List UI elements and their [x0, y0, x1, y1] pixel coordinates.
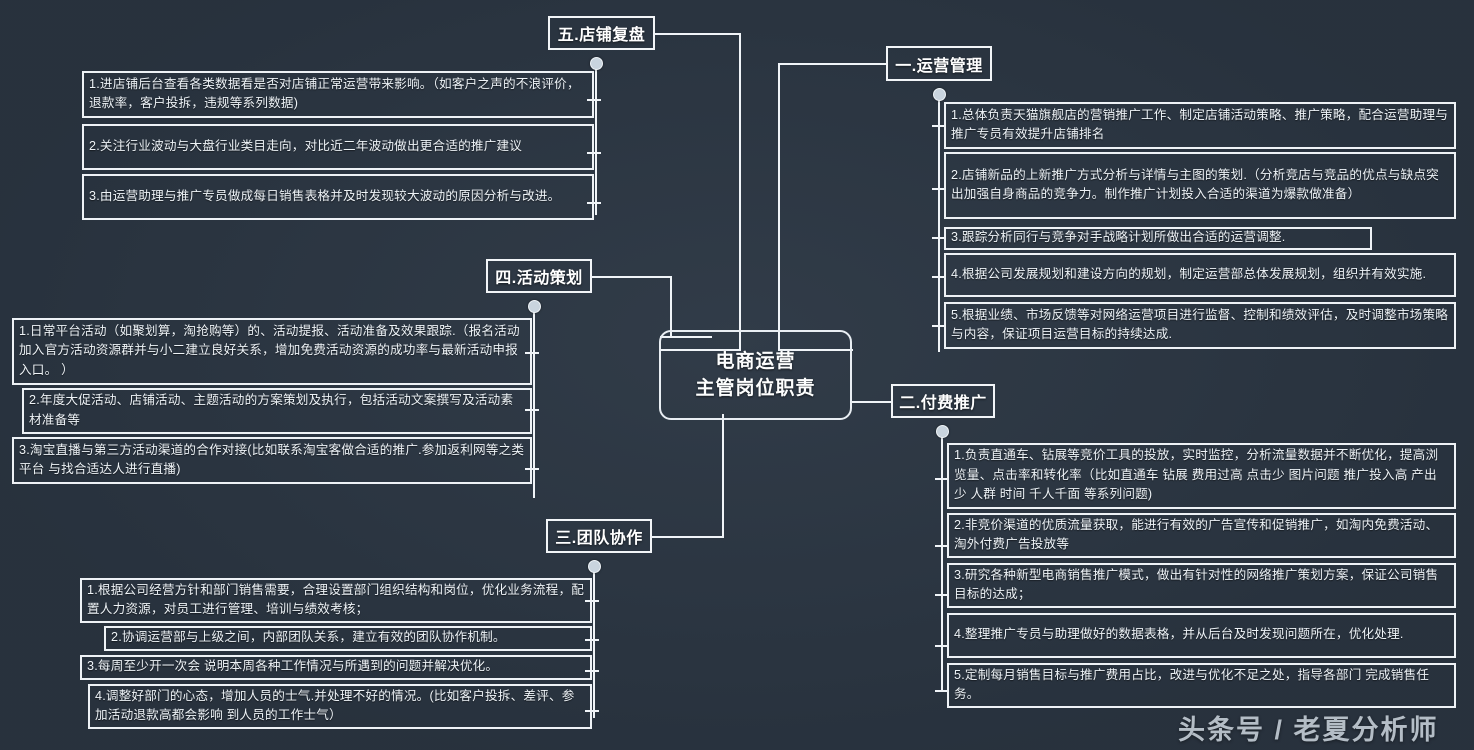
leaf-text: 2.协调运营部与上级之间，内部团队关系，建立有效的团队协作机制。	[111, 630, 506, 645]
leaf-item[interactable]: 4.根据公司发展规划和建设方向的规划，制定运营部总体发展规划，组织并有效实施.	[944, 253, 1456, 297]
watermark-text: 头条号 / 老夏分析师	[1178, 715, 1439, 745]
leaf-item[interactable]: 2.非竞价渠道的优质流量获取，能进行有效的广告宣传和促销推广，如淘内免费活动、淘…	[947, 513, 1456, 558]
leaf-item[interactable]: 1.总体负责天猫旗舰店的营销推广工作、制定店铺活动策略、推广策略，配合运营助理与…	[944, 102, 1456, 149]
branch-4-tick-3	[525, 468, 539, 470]
branch-2-spine	[941, 431, 943, 692]
leaf-item[interactable]: 2.关注行业波动与大盘行业类目走向，对比近二年波动做出更合适的推广建议	[82, 124, 594, 170]
leaf-item[interactable]: 4.整理推广专员与助理做好的数据表格，并从后台及时发现问题所在，优化处理.	[947, 613, 1456, 658]
connector-branch-4-v	[670, 276, 672, 338]
branch-4-tick-1	[525, 352, 539, 354]
leaf-item[interactable]: 1.根据公司经营方针和部门销售需要，合理设置部门组织结构和岗位，优化业务流程，配…	[80, 578, 592, 623]
connector-center-top-left-stub	[660, 349, 741, 351]
branch-1-spine	[938, 94, 940, 352]
leaf-item[interactable]: 2.年度大促活动、店铺活动、主题活动的方案策划及执行，包括活动文案撰写及活动素材…	[22, 388, 532, 434]
leaf-text: 5.定制每月销售目标与推广费用占比，改进与优化不足之处，指导各部门 完成销售任务…	[954, 667, 1430, 702]
leaf-item[interactable]: 3.淘宝直播与第三方活动渠道的合作对接(比如联系淘宝客做合适的推广.参加返利网等…	[12, 437, 532, 484]
connector-branch-5-in	[655, 33, 741, 35]
watermark: 头条号 / 老夏分析师	[1178, 708, 1439, 747]
connector-branch-3-in	[652, 536, 724, 538]
branch-title-paid-promotion: 二.付费推广	[899, 395, 987, 412]
branch-4-tick-2	[525, 409, 539, 411]
leaf-item[interactable]: 2.协调运营部与上级之间，内部团队关系，建立有效的团队协作机制。	[104, 626, 592, 651]
branch-hub-paid-promotion[interactable]	[936, 425, 949, 438]
branch-2-tick-1	[935, 478, 949, 480]
central-node-line2: 主管岗位职责	[695, 378, 816, 399]
leaf-item[interactable]: 1.负责直通车、钻展等竞价工具的投放，实时监控，分析流量数据并不断优化，提高浏览…	[947, 443, 1456, 509]
connector-branch-4-in	[592, 276, 672, 278]
connector-branch-1-in	[778, 63, 888, 65]
leaf-item[interactable]: 3.每周至少开一次会 说明本周各种工作情况与所遇到的问题并解决优化。	[80, 655, 592, 680]
branch-1-tick-4	[932, 276, 946, 278]
leaf-item[interactable]: 5.定制每月销售目标与推广费用占比，改进与优化不足之处，指导各部门 完成销售任务…	[947, 663, 1456, 708]
connector-trunk-left-down	[722, 414, 724, 537]
branch-hub-operations-management[interactable]	[933, 88, 946, 101]
branch-2-tick-5	[935, 690, 949, 692]
leaf-text: 1.负责直通车、钻展等竞价工具的投放，实时监控，分析流量数据并不断优化，提高浏览…	[954, 448, 1439, 502]
connector-center-top-right-stub	[778, 349, 853, 351]
leaf-text: 1.根据公司经营方针和部门销售需要，合理设置部门组织结构和岗位，优化业务流程，配…	[87, 582, 585, 617]
branch-3-tick-4	[585, 710, 599, 712]
branch-hub-team-collaboration[interactable]	[588, 560, 601, 573]
branch-title-store-review: 五.店铺复盘	[557, 27, 646, 44]
leaf-text: 3.淘宝直播与第三方活动渠道的合作对接(比如联系淘宝客做合适的推广.参加返利网等…	[19, 442, 525, 477]
branch-header-activity-planning[interactable]: 四.活动策划	[486, 259, 592, 293]
branch-2-tick-2	[935, 545, 949, 547]
leaf-item[interactable]: 1.进店铺后台查看各类数据看是否对店铺正常运营带来影响。（如客户之声的不浪评价，…	[82, 71, 594, 118]
leaf-text: 4.调整好部门的心态，增加人员的士气.并处理不好的情况。(比如客户投拆、差评、参…	[95, 688, 575, 723]
central-node[interactable]: 电商运营 主管岗位职责	[659, 330, 852, 420]
leaf-text: 3.每周至少开一次会 说明本周各种工作情况与所遇到的问题并解决优化。	[87, 659, 499, 674]
leaf-text: 3.由运营助理与推广专员做成每日销售表格并及时发现较大波动的原因分析与改进。	[89, 188, 561, 203]
leaf-text: 4.根据公司发展规划和建设方向的规划，制定运营部总体发展规划，组织并有效实施.	[951, 266, 1427, 281]
branch-header-paid-promotion[interactable]: 二.付费推广	[891, 384, 995, 418]
leaf-item[interactable]: 4.调整好部门的心态，增加人员的士气.并处理不好的情况。(比如客户投拆、差评、参…	[88, 684, 592, 729]
leaf-item[interactable]: 3.由运营助理与推广专员做成每日销售表格并及时发现较大波动的原因分析与改进。	[82, 174, 594, 220]
branch-3-tick-1	[585, 600, 599, 602]
leaf-item[interactable]: 3.研究各种新型电商销售推广模式，做出有针对性的网络推广策划方案，保证公司销售目…	[947, 563, 1456, 608]
branch-5-tick-1	[587, 99, 601, 101]
branch-hub-store-review[interactable]	[590, 57, 603, 70]
branch-3-spine	[593, 566, 595, 718]
leaf-text: 2.非竞价渠道的优质流量获取，能进行有效的广告宣传和促销推广，如淘内免费活动、淘…	[954, 517, 1439, 552]
branch-title-activity-planning: 四.活动策划	[495, 270, 583, 287]
leaf-text: 2.年度大促活动、店铺活动、主题活动的方案策划及执行，包括活动文案撰写及活动素材…	[29, 393, 514, 427]
branch-2-tick-3	[935, 594, 949, 596]
leaf-text: 1.日常平台活动（如聚划算，淘抢购等）的、活动提报、活动准备及效果跟踪.（报名活…	[19, 323, 520, 377]
leaf-item[interactable]: 5.根据业绩、市场反馈等对网络运营项目进行监督、控制和绩效评估，及时调整市场策略…	[944, 302, 1456, 349]
leaf-item[interactable]: 2.店铺新品的上新推广方式分析与详情与主图的策划.（分析竞店与竞品的优点与缺点突…	[944, 152, 1456, 219]
branch-1-tick-1	[932, 125, 946, 127]
leaf-item[interactable]: 3.跟踪分析同行与竞争对手战略计划所做出合适的运营调整.	[944, 227, 1372, 250]
connector-trunk-left-up	[739, 33, 741, 350]
branch-1-tick-5	[932, 325, 946, 327]
connector-center-bottom-stub	[722, 414, 724, 416]
branch-4-spine	[533, 306, 535, 498]
leaf-text: 3.研究各种新型电商销售推广模式，做出有针对性的网络推广策划方案，保证公司销售目…	[954, 567, 1439, 602]
central-node-line1: 电商运营	[715, 351, 796, 372]
connector-center-right-stub-2	[851, 401, 893, 403]
branch-1-tick-2	[932, 188, 946, 190]
branch-3-tick-3	[585, 670, 599, 672]
leaf-text: 1.进店铺后台查看各类数据看是否对店铺正常运营带来影响。（如客户之声的不浪评价，…	[89, 76, 580, 111]
branch-2-tick-4	[935, 645, 949, 647]
leaf-text: 5.根据业绩、市场反馈等对网络运营项目进行监督、控制和绩效评估，及时调整市场策略…	[951, 307, 1449, 342]
branch-header-store-review[interactable]: 五.店铺复盘	[548, 16, 655, 50]
connector-center-left-stub-4	[660, 336, 712, 338]
branch-3-tick-2	[585, 639, 599, 641]
branch-hub-activity-planning[interactable]	[528, 300, 541, 313]
branch-5-tick-2	[587, 152, 601, 154]
leaf-text: 4.整理推广专员与助理做好的数据表格，并从后台及时发现问题所在，优化处理.	[954, 627, 1404, 642]
branch-header-team-collaboration[interactable]: 三.团队协作	[546, 519, 652, 553]
branch-1-tick-3	[932, 237, 946, 239]
leaf-text: 3.跟踪分析同行与竞争对手战略计划所做出合适的运营调整.	[951, 230, 1286, 245]
leaf-text: 1.总体负责天猫旗舰店的营销推广工作、制定店铺活动策略、推广策略，配合运营助理与…	[951, 107, 1449, 142]
leaf-text: 2.关注行业波动与大盘行业类目走向，对比近二年波动做出更合适的推广建议	[89, 138, 523, 153]
branch-title-operations-management: 一.运营管理	[895, 57, 983, 75]
branch-5-spine	[595, 63, 597, 215]
leaf-text: 2.店铺新品的上新推广方式分析与详情与主图的策划.（分析竞店与竞品的优点与缺点突…	[951, 167, 1439, 202]
branch-header-operations-management[interactable]: 一.运营管理	[886, 46, 992, 81]
leaf-item[interactable]: 1.日常平台活动（如聚划算，淘抢购等）的、活动提报、活动准备及效果跟踪.（报名活…	[12, 318, 532, 385]
branch-5-tick-3	[587, 202, 601, 204]
connector-trunk-right-up	[778, 63, 780, 350]
branch-title-team-collaboration: 三.团队协作	[555, 530, 643, 547]
